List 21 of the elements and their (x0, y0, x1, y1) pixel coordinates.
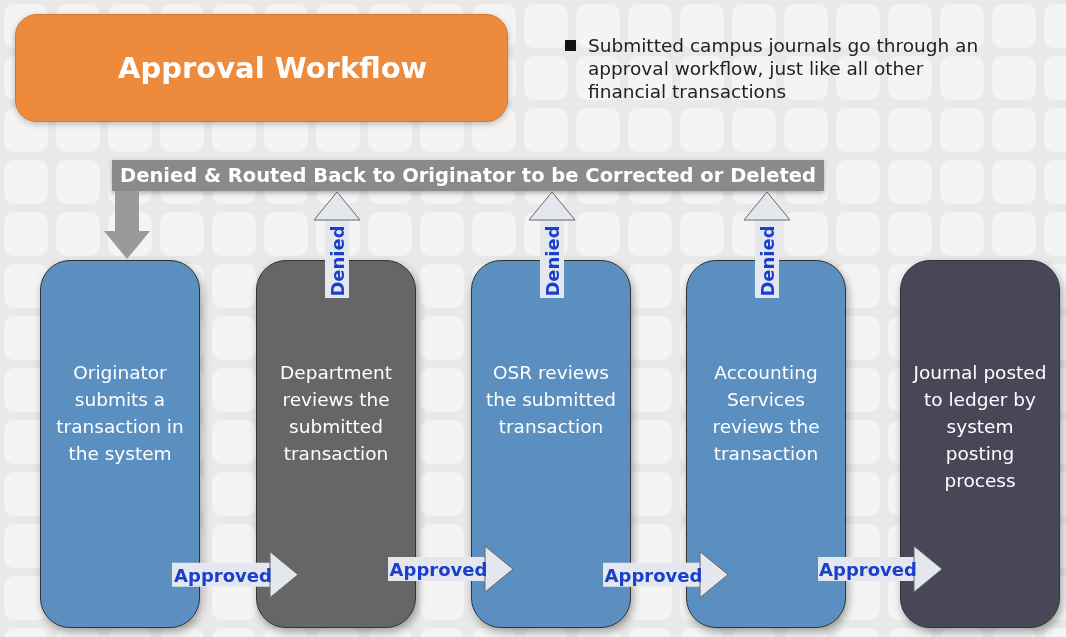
denied-banner (112, 160, 824, 191)
box-text: Accounting Services reviews the transaction (711, 361, 821, 466)
edge-label: Approved (174, 564, 272, 586)
title-text: Approval Workflow (118, 51, 428, 85)
block-arrow (313, 191, 361, 298)
block-arrow (528, 191, 576, 298)
box-text: OSR reviews the submitted transaction (484, 361, 618, 439)
title-box (15, 14, 508, 122)
edge-label: Approved (389, 558, 488, 580)
edge-label: Approved (604, 564, 703, 586)
box-text: Denied & Routed Back to Originator to be Corrected or Deleted (120, 164, 816, 187)
edge-label: Approved (819, 558, 917, 580)
note-text: Submitted campus journals go through an approval workflow, just like all other financial transactions (588, 34, 980, 103)
box-text: Originator submits a transaction in the system (55, 361, 185, 466)
block-arrow (743, 191, 791, 298)
box-text: Journal posted to ledger by system posting process (911, 361, 1048, 493)
box-text: Department reviews the submitted transaction (279, 361, 393, 466)
edge-label: Denied (756, 225, 778, 297)
edge-label: Denied (326, 225, 348, 297)
block-arrow (104, 191, 150, 259)
edge-label: Denied (541, 225, 563, 297)
